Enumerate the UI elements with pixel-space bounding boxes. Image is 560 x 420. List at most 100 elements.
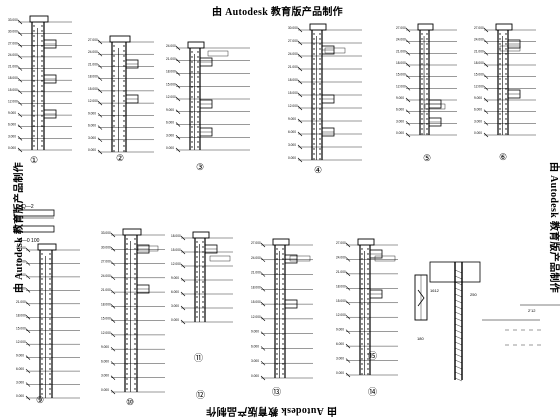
detail-number-12: ⑭ <box>368 387 377 397</box>
svg-text:0.000: 0.000 <box>16 394 24 398</box>
svg-text:0.000: 0.000 <box>474 131 482 135</box>
svg-text:30.000: 30.000 <box>8 30 18 34</box>
svg-text:24.000: 24.000 <box>16 286 26 290</box>
svg-text:21.000: 21.000 <box>88 62 98 66</box>
svg-text:27.000: 27.000 <box>101 260 111 264</box>
svg-text:6.000: 6.000 <box>396 108 404 112</box>
svg-text:3.000: 3.000 <box>101 374 109 378</box>
svg-text:27.000: 27.000 <box>88 38 98 42</box>
svg-text:0.000: 0.000 <box>288 156 296 160</box>
svg-text:21.000: 21.000 <box>166 57 176 61</box>
svg-text:15.000: 15.000 <box>396 73 406 77</box>
svg-text:15.000: 15.000 <box>101 317 111 321</box>
svg-text:27.000: 27.000 <box>16 273 26 277</box>
svg-text:27.000: 27.000 <box>288 39 298 43</box>
svg-text:9.000: 9.000 <box>88 111 96 115</box>
svg-text:21.000: 21.000 <box>396 49 406 53</box>
svg-text:6.000: 6.000 <box>101 359 109 363</box>
svg-text:6.000: 6.000 <box>336 342 344 346</box>
svg-text:6.000: 6.000 <box>171 290 179 294</box>
detail-number-11: ⑬ <box>272 387 281 397</box>
svg-text:12.000: 12.000 <box>474 84 484 88</box>
svg-text:27.000: 27.000 <box>251 241 261 245</box>
svg-text:21.000: 21.000 <box>101 288 111 292</box>
svg-text:12.000: 12.000 <box>16 340 26 344</box>
svg-text:6.000: 6.000 <box>251 344 259 348</box>
svg-text:15.000: 15.000 <box>336 299 346 303</box>
svg-text:24.000: 24.000 <box>88 50 98 54</box>
svg-text:21.000: 21.000 <box>251 271 261 275</box>
svg-text:18.000: 18.000 <box>336 284 346 288</box>
svg-text:3.000: 3.000 <box>288 143 296 147</box>
watermark-top: 由 Autodesk 教育版产品制作 <box>212 7 343 18</box>
svg-text:27.000: 27.000 <box>474 26 484 30</box>
svg-text:15.000: 15.000 <box>171 248 181 252</box>
svg-text:3.000: 3.000 <box>8 134 16 138</box>
svg-text:6.000: 6.000 <box>8 123 16 127</box>
svg-text:21.000: 21.000 <box>474 49 484 53</box>
svg-text:18.000: 18.000 <box>396 61 406 65</box>
detail-number-2: ② <box>116 153 124 163</box>
svg-text:24.000: 24.000 <box>288 52 298 56</box>
svg-text:3.000: 3.000 <box>166 133 174 137</box>
detail-number-5: ⑤ <box>423 153 431 163</box>
svg-text:0.000: 0.000 <box>8 146 16 150</box>
svg-text:9.000: 9.000 <box>474 96 482 100</box>
svg-text:21.000: 21.000 <box>288 65 298 69</box>
svg-text:6.000: 6.000 <box>16 367 24 371</box>
svg-text:18.000: 18.000 <box>8 76 18 80</box>
detail-number-9: ⑪ <box>194 353 203 363</box>
svg-text:12.000: 12.000 <box>396 84 406 88</box>
svg-text:24.000: 24.000 <box>166 44 176 48</box>
svg-text:12.000: 12.000 <box>171 262 181 266</box>
svg-text:3.000: 3.000 <box>171 304 179 308</box>
svg-text:9.000: 9.000 <box>336 328 344 332</box>
svg-text:0.000: 0.000 <box>396 131 404 135</box>
svg-text:24.000: 24.000 <box>251 256 261 260</box>
svg-text:27.000: 27.000 <box>396 26 406 30</box>
svg-text:15.000: 15.000 <box>8 88 18 92</box>
svg-text:18.000: 18.000 <box>474 61 484 65</box>
svg-text:30.000: 30.000 <box>288 26 298 30</box>
svg-text:12.000: 12.000 <box>251 315 261 319</box>
svg-text:27.000: 27.000 <box>8 41 18 45</box>
svg-text:18.000: 18.000 <box>16 313 26 317</box>
svg-text:12.000: 12.000 <box>288 104 298 108</box>
svg-text:15.000: 15.000 <box>88 87 98 91</box>
svg-text:18.000: 18.000 <box>251 285 261 289</box>
svg-text:30.000: 30.000 <box>16 259 26 263</box>
svg-text:18.000: 18.000 <box>101 302 111 306</box>
svg-text:21.000: 21.000 <box>8 65 18 69</box>
svg-text:30.000: 30.000 <box>101 245 111 249</box>
svg-text:15.000: 15.000 <box>166 82 176 86</box>
svg-text:9.000: 9.000 <box>166 108 174 112</box>
svg-text:18.000: 18.000 <box>166 70 176 74</box>
svg-text:0.000: 0.000 <box>336 371 344 375</box>
svg-text:9.000: 9.000 <box>288 117 296 121</box>
svg-text:12.000: 12.000 <box>88 99 98 103</box>
svg-text:15.000: 15.000 <box>16 327 26 331</box>
detail-number-7: ⑨ <box>36 395 44 405</box>
svg-text:3.000: 3.000 <box>88 136 96 140</box>
svg-text:24.000: 24.000 <box>396 38 406 42</box>
svg-text:0.000: 0.000 <box>251 374 259 378</box>
svg-text:3.000: 3.000 <box>474 119 482 123</box>
svg-text:15.000: 15.000 <box>474 73 484 77</box>
detail-number-4: ④ <box>314 165 322 175</box>
svg-text:3.000: 3.000 <box>396 119 404 123</box>
svg-text:33.000: 33.000 <box>101 231 111 235</box>
detail-number-6: ⑥ <box>499 152 507 162</box>
dimension-180: 180 <box>417 336 424 341</box>
svg-text:0.000: 0.000 <box>101 388 109 392</box>
svg-text:6.000: 6.000 <box>288 130 296 134</box>
svg-text:24.000: 24.000 <box>101 274 111 278</box>
svg-text:15.000: 15.000 <box>288 91 298 95</box>
svg-text:21.000: 21.000 <box>336 270 346 274</box>
dimension-212: 2'12 <box>528 308 536 313</box>
svg-text:27.000: 27.000 <box>336 241 346 245</box>
svg-text:0.000: 0.000 <box>166 146 174 150</box>
svg-text:15.000: 15.000 <box>251 300 261 304</box>
svg-text:3.000: 3.000 <box>251 359 259 363</box>
detail-number-1: ① <box>30 155 38 165</box>
